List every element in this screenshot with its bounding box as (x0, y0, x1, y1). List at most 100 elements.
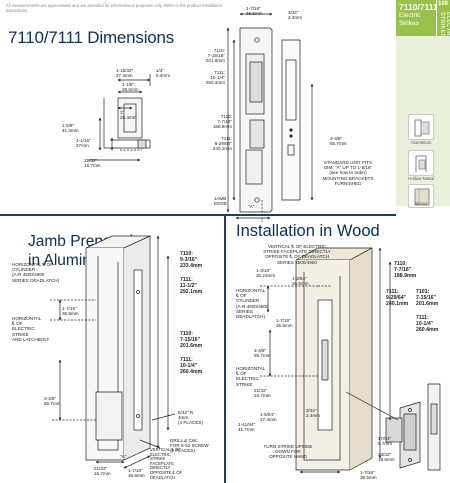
faceplate-drawing (226, 12, 314, 222)
section-divider-horizontal (0, 214, 396, 216)
dim-metric: 41.7mm (238, 427, 255, 433)
jamb-aluminium-drawing (50, 235, 176, 469)
dim-note: (4 PLACES) (178, 420, 204, 426)
dim-label: 21/32"16.7mm (254, 388, 271, 398)
dim-label: 7110:7-7/16"188.9mm (394, 261, 416, 279)
dim-value: 11-1/2" (180, 282, 197, 289)
dim-metric: 25.4mm (120, 115, 137, 121)
dim-metric: 2.4mm (288, 15, 303, 21)
note-line: OPPOSITE ℄ OF (150, 469, 183, 475)
a-label: "A" (120, 454, 127, 459)
dim-metric: 16.7mm (254, 393, 271, 399)
dim-model: 7111: (180, 357, 193, 363)
section-divider-vertical (224, 214, 226, 483)
sidebar-header: 7110/7111 Electric Strikes (396, 0, 438, 36)
dim-label: 3/32"2.4mm (288, 10, 302, 20)
dim-label: 17/64"6.7mm (378, 436, 392, 446)
dim-model: 7110: (180, 331, 193, 337)
hollow-metal-frame-icon (408, 150, 434, 176)
note-line: CYLINDER (12, 267, 36, 273)
dim-value: 9-29/64" (214, 141, 232, 147)
note-line: FOR 8-32 SCREW (170, 443, 209, 449)
dim-value: 7-7/16" (394, 266, 412, 273)
dim-metric: 6.7mm (378, 441, 393, 447)
dim-label: 1-3/64"26.6mm (292, 276, 309, 286)
note-line: (see how to order) (329, 170, 367, 176)
dim-metric: 27.4mm (260, 417, 277, 423)
dim-model: 7110: (394, 261, 407, 267)
dim-metric: 201.6mm (205, 58, 225, 64)
page-number: 109 (438, 1, 449, 7)
jamb-edge-label: JAMB EDGE (214, 196, 228, 207)
dim-model: 7111: (416, 315, 429, 321)
dim-value: 5/32" R (178, 410, 194, 415)
dim-value: 1-1/8" (122, 82, 135, 87)
dim-value: 7-15/16" (180, 336, 201, 343)
dim-label: 1-7/16"36.5mm (128, 468, 145, 478)
dim-value: 3/32" (306, 408, 317, 413)
note-line: DEADLATCH (150, 474, 176, 480)
dim-label: 1-5/64"27.4mm (260, 412, 277, 422)
sidebar-tab-label: ELECTRIC STRIKES (439, 12, 450, 42)
dim-label: 3-3/8"85.7mm (330, 136, 347, 146)
option-label-aluminium: Aluminium (410, 140, 432, 145)
profile-drawing (88, 74, 151, 162)
note-line: ℄ OF (12, 321, 23, 327)
dim-label: 1-15/32"37.3mm (116, 68, 133, 78)
dim-label: 1-7/16"36.5mm (62, 306, 79, 316)
note-line: STRIKE FACEPLATE DIRECTLY (263, 249, 331, 255)
note-line: (A-R 4500/4900 (236, 303, 269, 309)
dim-label: 21/32"16.7mm (94, 466, 111, 476)
sidebar-model: 7110/7111 (399, 2, 438, 12)
note-line: ELECTRIC (12, 326, 35, 332)
wood-horiz-strike-note: HORIZONTAL ℄ OF ELECTRIC STRIKE (236, 366, 276, 387)
dim-value: 10-1/4" (180, 362, 198, 369)
dim-metric: 18.6mm (378, 457, 395, 463)
note-line: DIRECTLY (150, 465, 171, 471)
dim-label: 3/32"2.4mm (306, 408, 320, 418)
dim-metric: 26.6mm (292, 281, 309, 287)
dim-value: 9-29/64" (386, 294, 407, 301)
dim-metric: 28.6mm (122, 87, 139, 93)
dim-metric: 260.4mm (205, 80, 225, 86)
option-label-wood: Wood (415, 201, 427, 206)
dim-label: 1-7/16"36.5mm (360, 470, 377, 480)
wood-frame-icon (408, 184, 434, 208)
note-line: (2 PLACES) (170, 448, 196, 454)
dim-value: 21/32" (84, 158, 98, 163)
dim-metric: 240.1mm (212, 146, 232, 152)
note-line: AND LATCHBOLT (12, 336, 50, 342)
dim-label: 7111:10-1/4"260.4mm (180, 357, 203, 375)
dim-label: 7110:9-3/16"233.4mm (180, 251, 203, 269)
dim-metric: 233.4mm (180, 262, 203, 269)
dim-value: 23/32" (378, 452, 392, 457)
dim-model: 7111: (180, 277, 193, 283)
dim-value: 3/32" (288, 10, 299, 15)
dim-value: 1-7/16" (246, 6, 261, 11)
note-line: ℄ OF (236, 371, 247, 377)
dim-model: 7111: (221, 136, 232, 141)
dim-value: 7-15/16" (416, 294, 437, 301)
note-line: FACEPLATE (150, 460, 174, 466)
dim-model: 7111: (386, 289, 399, 295)
dim-value: 7-15/16" (207, 53, 225, 59)
dim-model: 7101: (416, 289, 430, 295)
option-label-hollow-metal: Hollow Metal (408, 176, 434, 181)
dim-value: 21/32" (254, 388, 268, 393)
dim-label: 21/32"16.7mm (84, 158, 101, 168)
dim-metric: 16.7mm (94, 471, 111, 477)
note-line: SERIES DEADLATCH) (12, 277, 60, 283)
dim-metric: 27mm (76, 143, 89, 149)
dim-value: 1-5/64" (260, 412, 275, 417)
dim-value: 9-3/16" (180, 256, 198, 263)
sidebar-tab: ELECTRIC STRIKES (436, 0, 450, 42)
dim-label: 7110:7-7/16"188.9mm (200, 114, 232, 130)
dim-label: 3-3/8"85.7mm (254, 348, 271, 358)
dim-metric: 36.5mm (360, 475, 377, 481)
note-line: VERTICAL ℄ OF (150, 447, 182, 452)
dim-metric: 260.4mm (180, 368, 203, 375)
dim-metric: 201.6mm (416, 300, 439, 307)
dim-metric: 36.5mm (128, 473, 145, 479)
dim-metric: 37.3mm (116, 73, 133, 79)
dim-label: 7111:11-1/2"292.1mm (180, 277, 202, 295)
